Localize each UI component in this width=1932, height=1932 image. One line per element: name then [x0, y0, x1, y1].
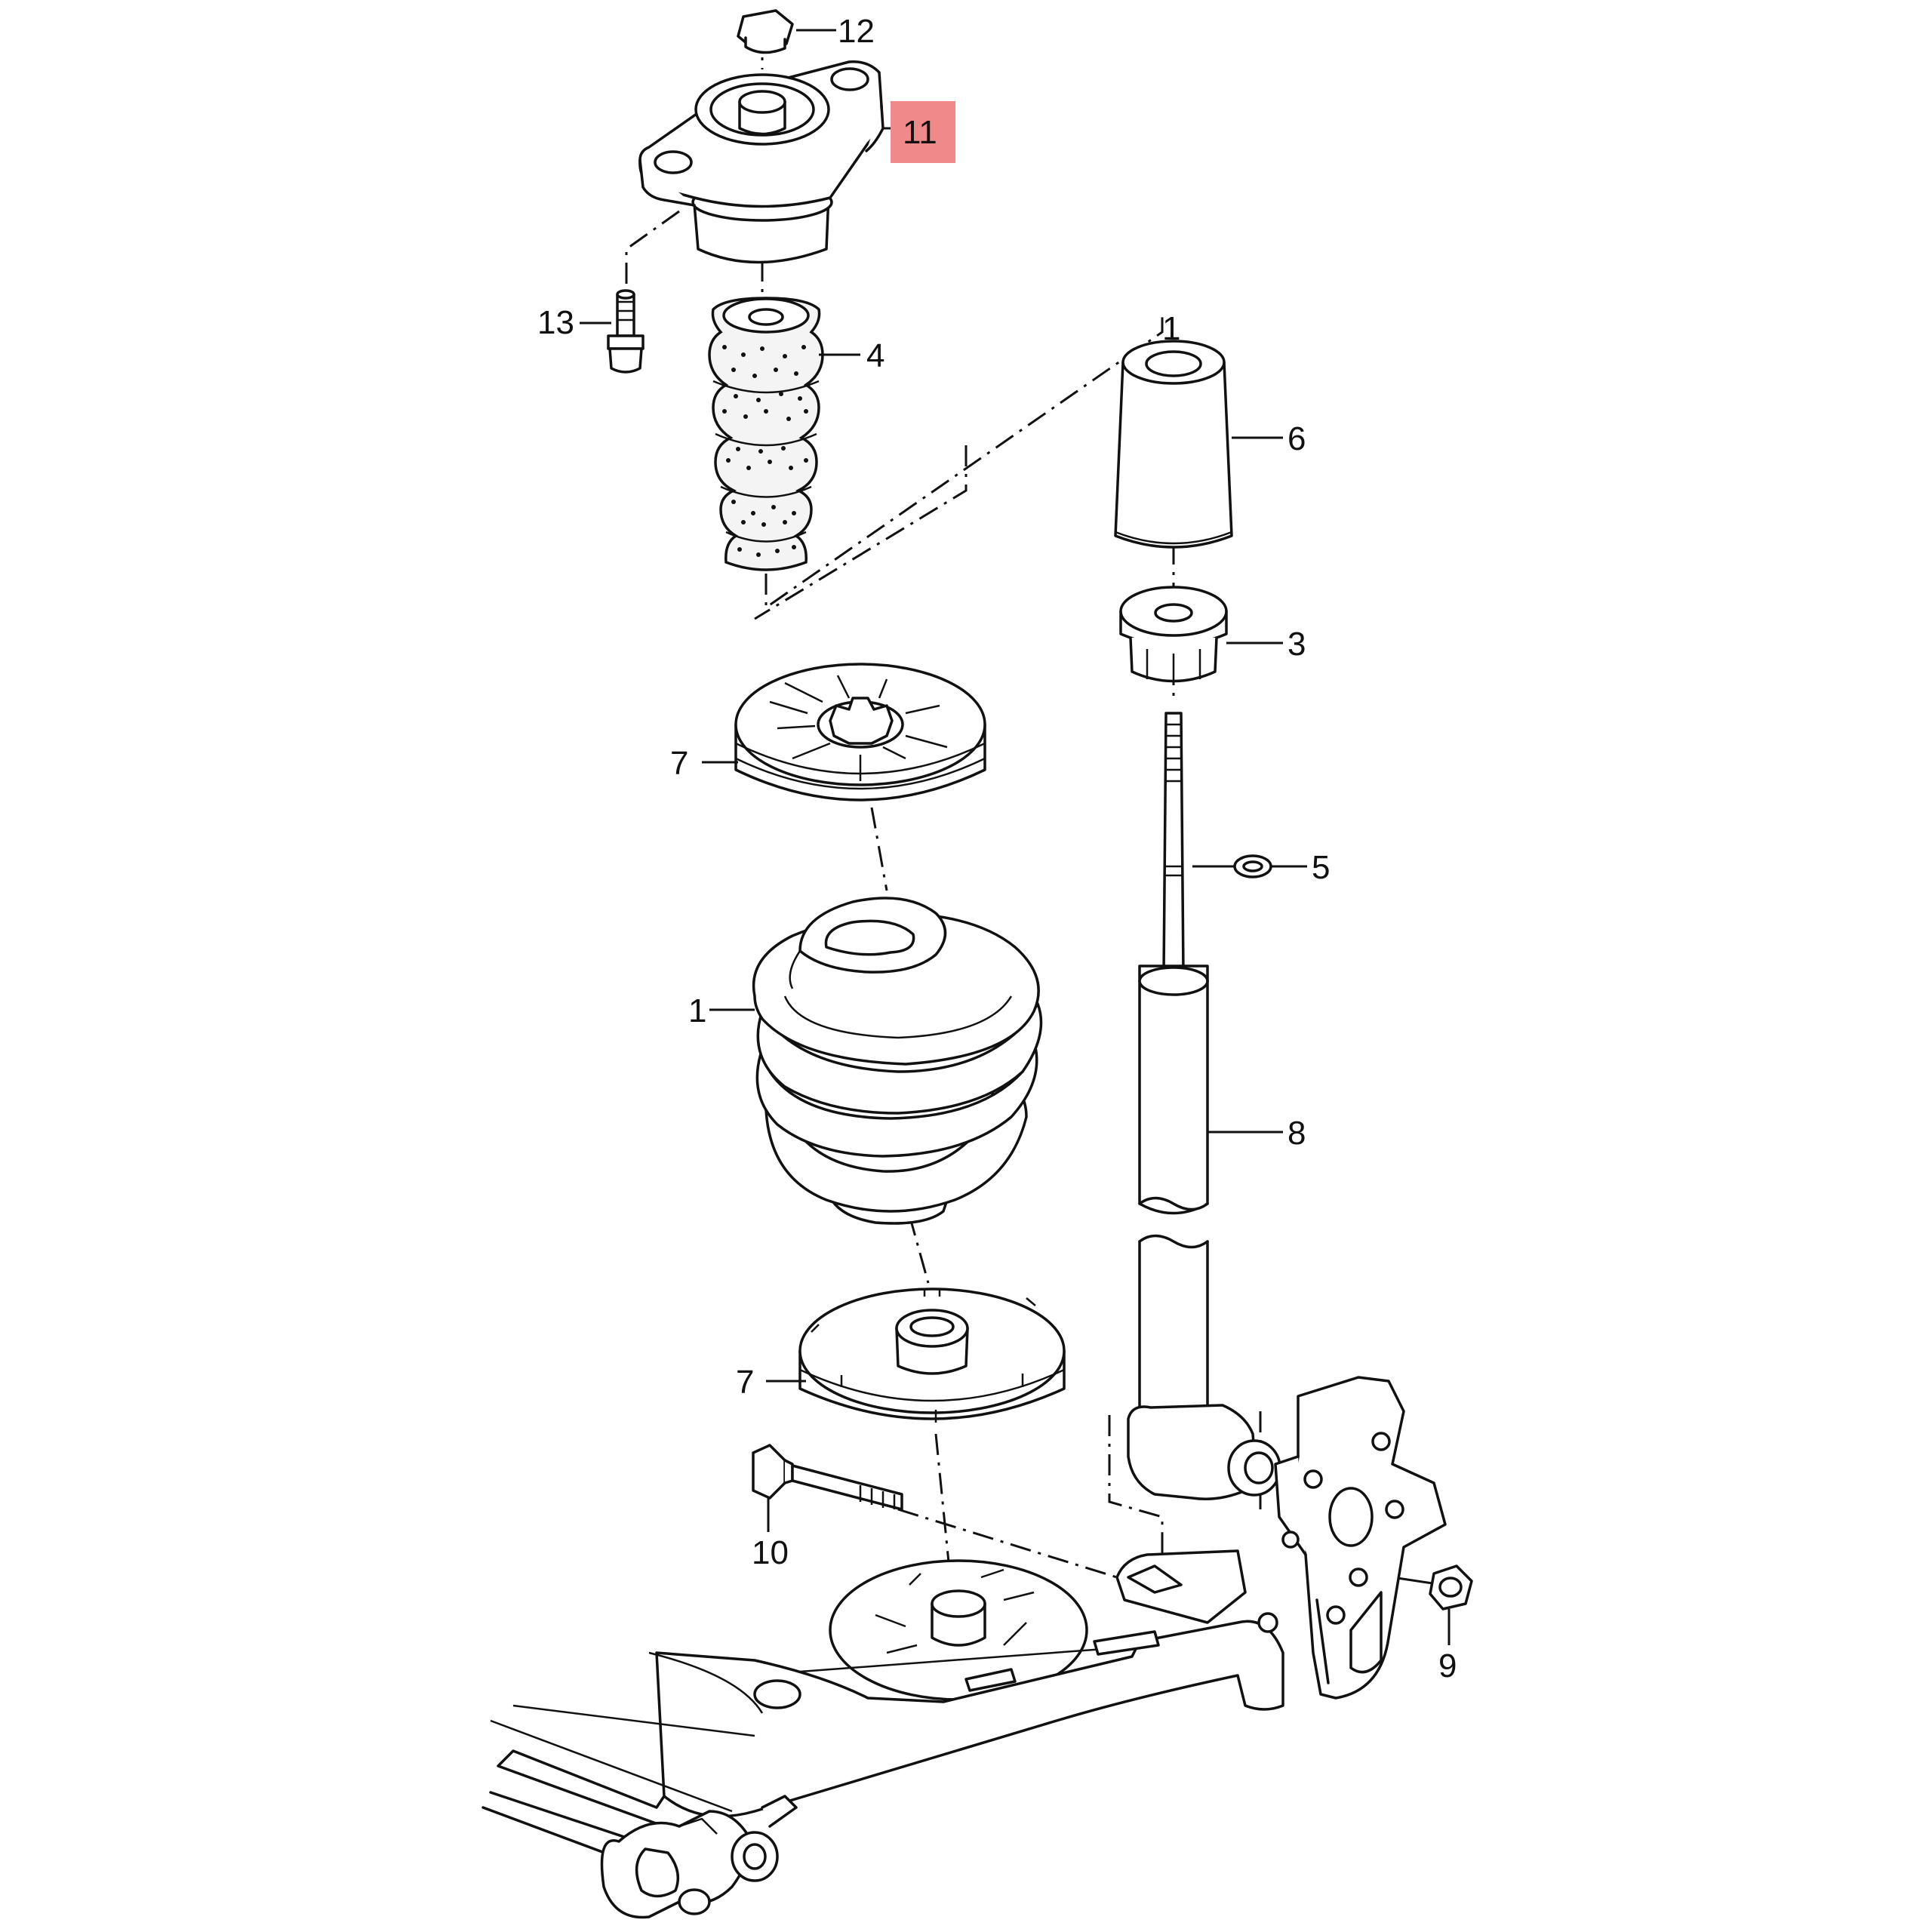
callout-7-upper: 7	[670, 745, 688, 782]
callout-1-spring: 1	[688, 992, 706, 1029]
callout-7-lower: 7	[736, 1364, 754, 1401]
callout-10: 10	[752, 1534, 789, 1571]
callout-11: 11	[903, 114, 937, 151]
coil-spring-part-1	[709, 897, 1043, 1225]
spring-pad-upper-part-7	[702, 663, 986, 801]
callout-12: 12	[838, 13, 875, 50]
callout-6: 6	[1287, 420, 1306, 457]
bump-stop-texture	[722, 345, 808, 557]
dust-boot-part-6	[1114, 340, 1283, 549]
shock-absorber-part-8	[1127, 712, 1283, 1500]
rear-axle-beam	[481, 1376, 1447, 1919]
bolt-part-13	[580, 289, 645, 374]
highlight-callout-11	[891, 101, 955, 163]
flange-nut-part-9	[1392, 1564, 1473, 1645]
callout-1-top: 1	[1162, 310, 1180, 347]
callout-4: 4	[866, 337, 884, 374]
bump-stop-part-4	[708, 297, 860, 571]
nut-part-12	[737, 9, 836, 54]
strut-mount-part-11	[638, 60, 898, 264]
snap-ring-part-5	[1192, 854, 1307, 878]
callout-5: 5	[1312, 849, 1330, 886]
bushing-part-3	[1119, 586, 1283, 683]
long-bolt-part-10	[752, 1444, 903, 1532]
callout-9: 9	[1438, 1647, 1457, 1684]
callout-13: 13	[537, 304, 574, 341]
callout-3: 3	[1287, 626, 1306, 663]
callout-8: 8	[1287, 1115, 1306, 1152]
spring-pad-lower-part-7	[766, 1287, 1066, 1423]
